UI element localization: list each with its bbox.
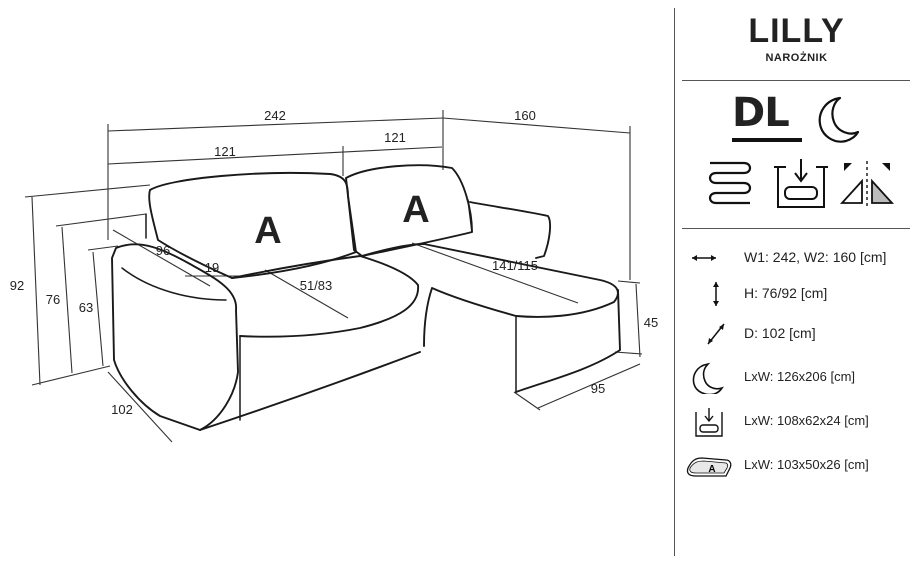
dim-seat-depth: 51/83 <box>300 278 333 293</box>
moon-icon <box>818 96 860 143</box>
cushion-icon-label: A <box>708 464 715 475</box>
depth-arrows-icon <box>707 323 725 345</box>
spec-row-width: W1: 242, W2: 160 [cm] <box>682 244 917 272</box>
cushion-icon: A <box>686 457 732 477</box>
spec-depth-text: D: 102 [cm] <box>744 325 816 341</box>
dim-section-left: 121 <box>214 144 236 159</box>
dim-chaise-depth: 95 <box>591 381 605 396</box>
spec-row-cushion: A LxW: 103x50x26 [cm] <box>682 452 917 480</box>
function-code-underline <box>732 138 802 142</box>
dim-total-width: 242 <box>264 108 286 123</box>
function-code: DL <box>732 90 790 136</box>
dim-depth: 102 <box>111 402 133 417</box>
dim-height-arm: 63 <box>79 300 93 315</box>
dim-section-right: 121 <box>384 130 406 145</box>
spec-row-storage: LxW: 108x62x24 [cm] <box>682 408 917 437</box>
height-arrows-icon <box>713 282 719 306</box>
storage-box-icon <box>774 159 828 208</box>
product-name: LILLY <box>748 12 845 50</box>
spec-cushion-text: LxW: 103x50x26 [cm] <box>744 457 869 472</box>
spec-row-depth: D: 102 [cm] <box>682 320 917 348</box>
storage-box-icon <box>695 408 723 437</box>
spec-sleeping-area-text: LxW: 126x206 [cm] <box>744 369 856 384</box>
panel-divider-vertical <box>674 8 675 556</box>
cushion-label-right: A <box>402 189 429 231</box>
sofa-technical-drawing: 242 160 121 121 92 76 63 102 96 19 51/83… <box>10 108 658 443</box>
spec-storage-text: LxW: 108x62x24 [cm] <box>744 413 869 428</box>
dim-height-back: 76 <box>46 292 60 307</box>
panel-divider <box>682 80 910 81</box>
dim-arm-depth: 96 <box>156 243 170 258</box>
dim-height-total: 92 <box>10 278 24 293</box>
spec-width-text: W1: 242, W2: 160 [cm] <box>744 249 887 265</box>
spec-row-sleeping-area: LxW: 126x206 [cm] <box>682 362 917 394</box>
dim-chaise-height: 45 <box>644 315 658 330</box>
width-arrows-icon <box>692 255 716 261</box>
dim-chaise-length: 141/115 <box>492 258 538 273</box>
dimension-lines <box>24 110 643 443</box>
cushion-label-left: A <box>254 210 281 252</box>
panel-divider <box>682 228 910 229</box>
corner-function-icon <box>839 161 895 209</box>
spec-row-height: H: 76/92 [cm] <box>682 280 917 308</box>
spring-icon <box>708 161 752 205</box>
moon-icon <box>692 362 724 394</box>
product-type: NAROŻNIK <box>765 52 828 64</box>
dim-chaise-width: 160 <box>514 108 536 123</box>
sofa-outline <box>111 164 621 431</box>
spec-height-text: H: 76/92 [cm] <box>744 285 828 301</box>
dim-arm-width: 19 <box>205 260 219 275</box>
info-panel: LILLY NAROŻNIK DL W1: 242, W2: 160 [c <box>672 0 921 568</box>
